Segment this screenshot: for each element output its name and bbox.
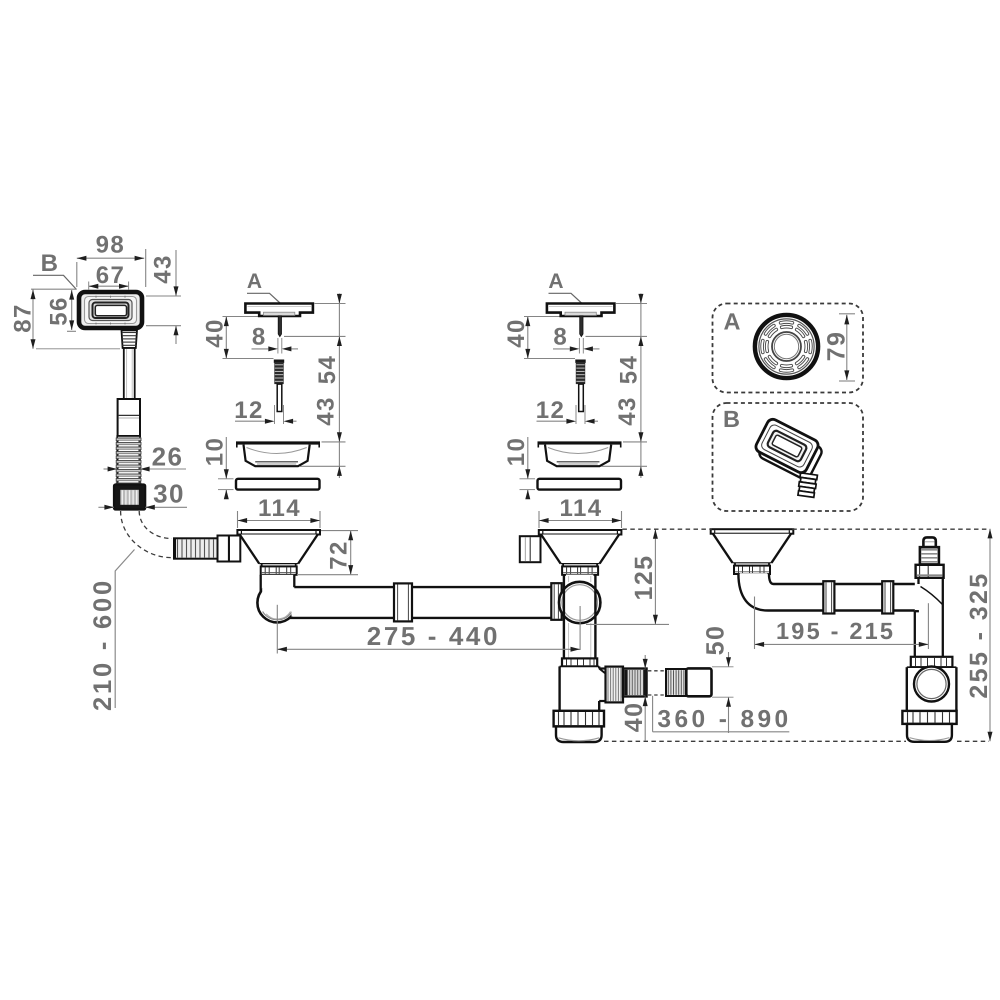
svg-text:40: 40 <box>202 318 229 348</box>
svg-text:B: B <box>723 406 740 432</box>
svg-text:210 - 600: 210 - 600 <box>89 578 117 711</box>
svg-text:B: B <box>41 250 60 277</box>
svg-text:30: 30 <box>153 479 185 509</box>
svg-text:10: 10 <box>201 437 228 467</box>
svg-text:54: 54 <box>616 355 643 385</box>
svg-text:114: 114 <box>258 495 301 522</box>
svg-text:43: 43 <box>614 396 641 426</box>
svg-text:A: A <box>724 309 741 335</box>
svg-text:8: 8 <box>252 324 267 351</box>
svg-text:56: 56 <box>46 296 73 326</box>
svg-text:87: 87 <box>10 303 37 333</box>
svg-text:40: 40 <box>503 318 530 348</box>
svg-text:40: 40 <box>620 702 648 733</box>
svg-text:195 - 215: 195 - 215 <box>776 618 895 644</box>
svg-text:79: 79 <box>823 331 851 362</box>
svg-text:54: 54 <box>314 355 341 385</box>
svg-text:255 - 325: 255 - 325 <box>965 571 993 698</box>
svg-text:125: 125 <box>630 555 658 601</box>
svg-text:26: 26 <box>152 442 184 472</box>
svg-text:275 - 440: 275 - 440 <box>367 621 500 651</box>
svg-text:50: 50 <box>702 625 730 656</box>
svg-text:A: A <box>247 270 264 293</box>
svg-text:114: 114 <box>560 495 603 522</box>
svg-text:12: 12 <box>234 397 264 424</box>
svg-text:8: 8 <box>553 324 568 351</box>
svg-text:10: 10 <box>503 437 530 467</box>
svg-text:A: A <box>548 270 565 293</box>
svg-text:43: 43 <box>149 254 176 284</box>
svg-text:72: 72 <box>326 540 353 570</box>
svg-text:12: 12 <box>536 397 566 424</box>
svg-text:360 - 890: 360 - 890 <box>657 706 791 733</box>
svg-text:43: 43 <box>313 396 340 426</box>
svg-text:98: 98 <box>96 232 126 259</box>
